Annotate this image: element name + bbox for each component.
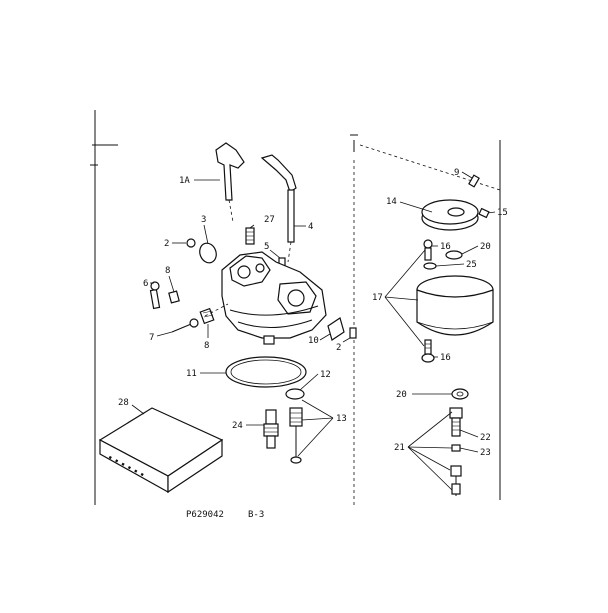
callout-labels: 1A 2 3 4 5 6 8 7 8 27 10 2 11 12 13 24 2… <box>118 168 508 458</box>
part-9-screw <box>468 174 480 188</box>
part-3-throttle-plate <box>199 242 217 264</box>
part-17-filter <box>416 275 494 336</box>
footer-code: P629042 <box>186 510 224 520</box>
part-20-washer-upper <box>445 250 463 260</box>
callout-20-upper: 20 <box>480 242 491 252</box>
footer-reference: P629042 B-3 <box>186 510 264 520</box>
part-8-plug-upper <box>168 290 180 304</box>
callout-6: 6 <box>143 279 148 289</box>
part-23-jet <box>263 409 279 449</box>
callout-3: 3 <box>201 215 206 225</box>
callout-10: 10 <box>308 336 319 346</box>
part-6-screw <box>149 281 161 310</box>
part-21-needle-valve <box>449 407 463 496</box>
callout-21: 21 <box>394 443 405 453</box>
frame-lines <box>90 110 501 505</box>
callout-11: 11 <box>186 369 197 379</box>
callout-8-lower: 8 <box>204 341 209 351</box>
callout-2-upper: 2 <box>164 239 169 249</box>
leader-lines <box>131 171 496 491</box>
part-12-washer <box>285 388 305 400</box>
callout-25: 25 <box>466 260 477 270</box>
callout-14: 14 <box>386 197 397 207</box>
part-14-cover <box>421 199 479 231</box>
callout-23: 24 <box>232 421 243 431</box>
part-28-repair-kit: ▪ ▪ ▪ ▪ ▪ ▪ <box>98 407 224 494</box>
carburetor-body <box>204 251 327 345</box>
callout-2-lower: 2 <box>336 343 341 353</box>
part-20-washer-lower <box>451 388 469 400</box>
callout-9: 9 <box>454 168 459 178</box>
part-4-choke-shaft <box>260 154 297 263</box>
part-15-clip <box>478 207 490 219</box>
part-2-screw-lower <box>349 327 357 339</box>
part-8-spring-lower <box>199 307 215 325</box>
part-16-screw-upper <box>423 239 433 261</box>
part-13-nozzle <box>289 407 303 464</box>
callout-1a: 1A <box>179 176 190 186</box>
callout-24: 23 <box>480 448 491 458</box>
part-25-washer <box>423 262 437 270</box>
callout-13: 13 <box>336 414 347 424</box>
callout-5: 5 <box>264 242 269 252</box>
callout-28: 28 <box>118 398 129 408</box>
callout-12: 12 <box>320 370 331 380</box>
part-10-plate <box>327 317 345 341</box>
callout-17: 17 <box>372 293 383 303</box>
callout-4: 4 <box>308 222 313 232</box>
callout-7: 7 <box>149 333 154 343</box>
part-2-screw-upper <box>186 238 196 248</box>
callout-27: 27 <box>264 215 275 225</box>
callout-22: 22 <box>480 433 491 443</box>
callout-20-lower: 20 <box>396 390 407 400</box>
footer-page: B-3 <box>248 510 264 520</box>
part-11-gasket <box>225 356 307 388</box>
part-1a-throttle-lever <box>215 142 245 223</box>
part-27-spring <box>245 227 255 245</box>
callout-8-upper: 8 <box>165 266 170 276</box>
callout-16-lower: 16 <box>440 353 451 363</box>
callout-15: 15 <box>497 208 508 218</box>
part-7-idle-screw <box>171 318 199 333</box>
callout-16-upper: 16 <box>440 242 451 252</box>
part-16-screw-lower <box>421 339 435 363</box>
